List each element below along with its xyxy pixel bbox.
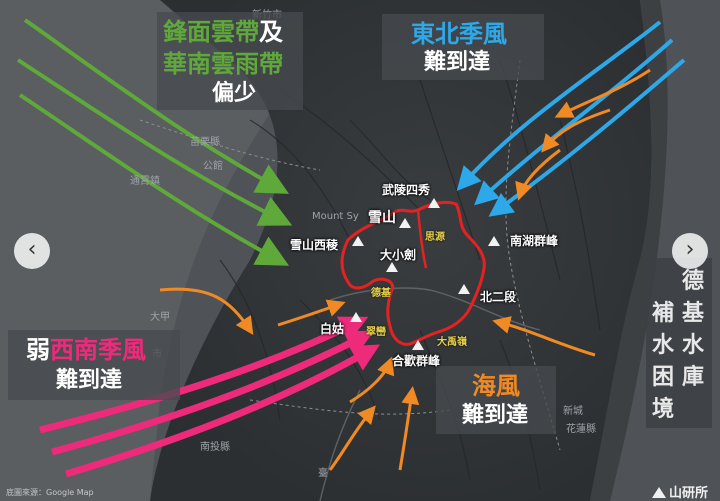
place-label: 公館 [203, 161, 223, 172]
front-label-line1: 鋒面雲帶及 [163, 18, 283, 46]
place-label: 南投縣 [200, 442, 230, 453]
road-label: 德基 [371, 288, 391, 299]
peak-label: 大小劍 [380, 248, 417, 262]
reservoir-panel [646, 258, 712, 428]
peak-label: 雪山 [368, 210, 396, 226]
map-credit: 底圖來源：Google Map [6, 488, 94, 497]
ne-monsoon-panel [382, 14, 544, 80]
mountain-icon [428, 198, 440, 208]
mountain-icon [386, 262, 398, 272]
ne-monsoon-title: 東北季風 [411, 20, 507, 48]
peak-label: 南湖群峰 [510, 234, 559, 248]
road-label: 大禹嶺 [437, 337, 467, 348]
sea-breeze-title: 海風 [472, 372, 520, 400]
place-label: 大甲 [150, 312, 170, 323]
sw-monsoon-title: 弱西南季風 [26, 336, 146, 364]
sea-breeze-panel [436, 366, 556, 434]
sw-monsoon-panel [8, 330, 180, 400]
peak-label: 雪山西稜 [290, 238, 339, 252]
place-label: 苗栗縣 [190, 137, 220, 148]
front-panel [157, 12, 303, 110]
reservoir-label-col1: 德基水庫 [682, 269, 705, 390]
next-slide-button[interactable]: › [672, 233, 708, 269]
mountain-icon [412, 340, 424, 350]
mountain-icon [458, 284, 470, 294]
sea-breeze-subtitle: 難到達 [462, 403, 529, 428]
front-label-line3: 偏少 [212, 81, 257, 106]
mountain-icon [352, 236, 364, 246]
sw-monsoon-arrows [39, 316, 381, 478]
place-label: Mount Sy [312, 211, 359, 222]
front-label-line2: 華南雲雨帶 [163, 50, 283, 78]
prev-slide-button[interactable]: ‹ [14, 233, 50, 269]
road-label: 思源 [425, 232, 445, 243]
place-label: 花蓮縣 [566, 424, 596, 435]
front-arrows [16, 18, 293, 266]
sea-breeze-arrows [159, 68, 651, 471]
road-label: 翠巒 [366, 327, 386, 338]
hiking-route [340, 200, 486, 346]
mountain-icon [399, 218, 411, 228]
peak-label: 白姑 [320, 322, 345, 336]
place-label: 通霄鎮 [130, 176, 160, 187]
reservoir-label-col2: 補水困境 [652, 301, 675, 422]
peak-label: 北二段 [480, 290, 517, 304]
mountain-icon [488, 236, 500, 246]
mountain-icon [350, 312, 362, 322]
sw-monsoon-subtitle: 難到達 [56, 368, 123, 393]
brand-logo: 山研所 [652, 482, 708, 501]
hiking-route-branch [416, 209, 428, 269]
mountain-logo-icon [652, 487, 666, 498]
peak-label: 武陵四秀 [382, 183, 431, 197]
place-label: 臺 [318, 468, 328, 479]
place-label: 新城 [563, 406, 583, 417]
ne-monsoon-subtitle: 難到達 [424, 50, 491, 75]
peak-label: 合歡群峰 [392, 354, 441, 368]
